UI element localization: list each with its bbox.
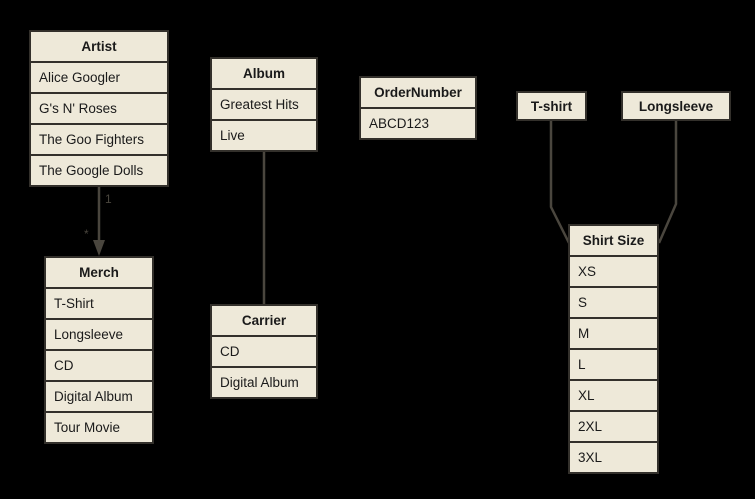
- edge-label-artist-merch-one: 1: [105, 192, 112, 206]
- arrowhead-artist-to-merch: [93, 240, 105, 256]
- table-album[interactable]: Album Greatest Hits Live: [210, 57, 318, 152]
- table-carrier-header: Carrier: [212, 306, 316, 335]
- table-order-number[interactable]: OrderNumber ABCD123: [359, 76, 477, 140]
- edge-longsleeve-to-shirt-size: [657, 121, 678, 244]
- table-row[interactable]: L: [570, 350, 657, 379]
- table-row[interactable]: S: [570, 288, 657, 317]
- table-row[interactable]: XL: [570, 381, 657, 410]
- table-shirt-size[interactable]: Shirt Size XS S M L XL 2XL 3XL: [568, 224, 659, 474]
- node-tshirt[interactable]: T-shirt: [516, 91, 587, 121]
- edge-label-artist-merch-many: *: [84, 227, 89, 241]
- table-album-header: Album: [212, 59, 316, 88]
- table-row[interactable]: Live: [212, 121, 316, 150]
- edge-tshirt-to-shirt-size: [549, 121, 571, 244]
- table-artist[interactable]: Artist Alice Googler G's N' Roses The Go…: [29, 30, 169, 187]
- table-row[interactable]: The Goo Fighters: [31, 125, 167, 154]
- table-merch-header: Merch: [46, 258, 152, 287]
- table-row[interactable]: Digital Album: [46, 382, 152, 411]
- table-row[interactable]: G's N' Roses: [31, 94, 167, 123]
- table-shirt-size-header: Shirt Size: [570, 226, 657, 255]
- table-row[interactable]: Tour Movie: [46, 413, 152, 442]
- table-row[interactable]: CD: [46, 351, 152, 380]
- table-row[interactable]: ABCD123: [361, 109, 475, 138]
- table-row[interactable]: Greatest Hits: [212, 90, 316, 119]
- table-row[interactable]: Alice Googler: [31, 63, 167, 92]
- table-row[interactable]: CD: [212, 337, 316, 366]
- table-order-number-header: OrderNumber: [361, 78, 475, 107]
- table-row[interactable]: M: [570, 319, 657, 348]
- table-row[interactable]: Digital Album: [212, 368, 316, 397]
- table-merch[interactable]: Merch T-Shirt Longsleeve CD Digital Albu…: [44, 256, 154, 444]
- table-artist-header: Artist: [31, 32, 167, 61]
- table-row[interactable]: Longsleeve: [46, 320, 152, 349]
- table-carrier[interactable]: Carrier CD Digital Album: [210, 304, 318, 399]
- node-longsleeve[interactable]: Longsleeve: [621, 91, 731, 121]
- table-row[interactable]: 2XL: [570, 412, 657, 441]
- table-row[interactable]: T-Shirt: [46, 289, 152, 318]
- table-row[interactable]: The Google Dolls: [31, 156, 167, 185]
- table-row[interactable]: 3XL: [570, 443, 657, 472]
- table-row[interactable]: XS: [570, 257, 657, 286]
